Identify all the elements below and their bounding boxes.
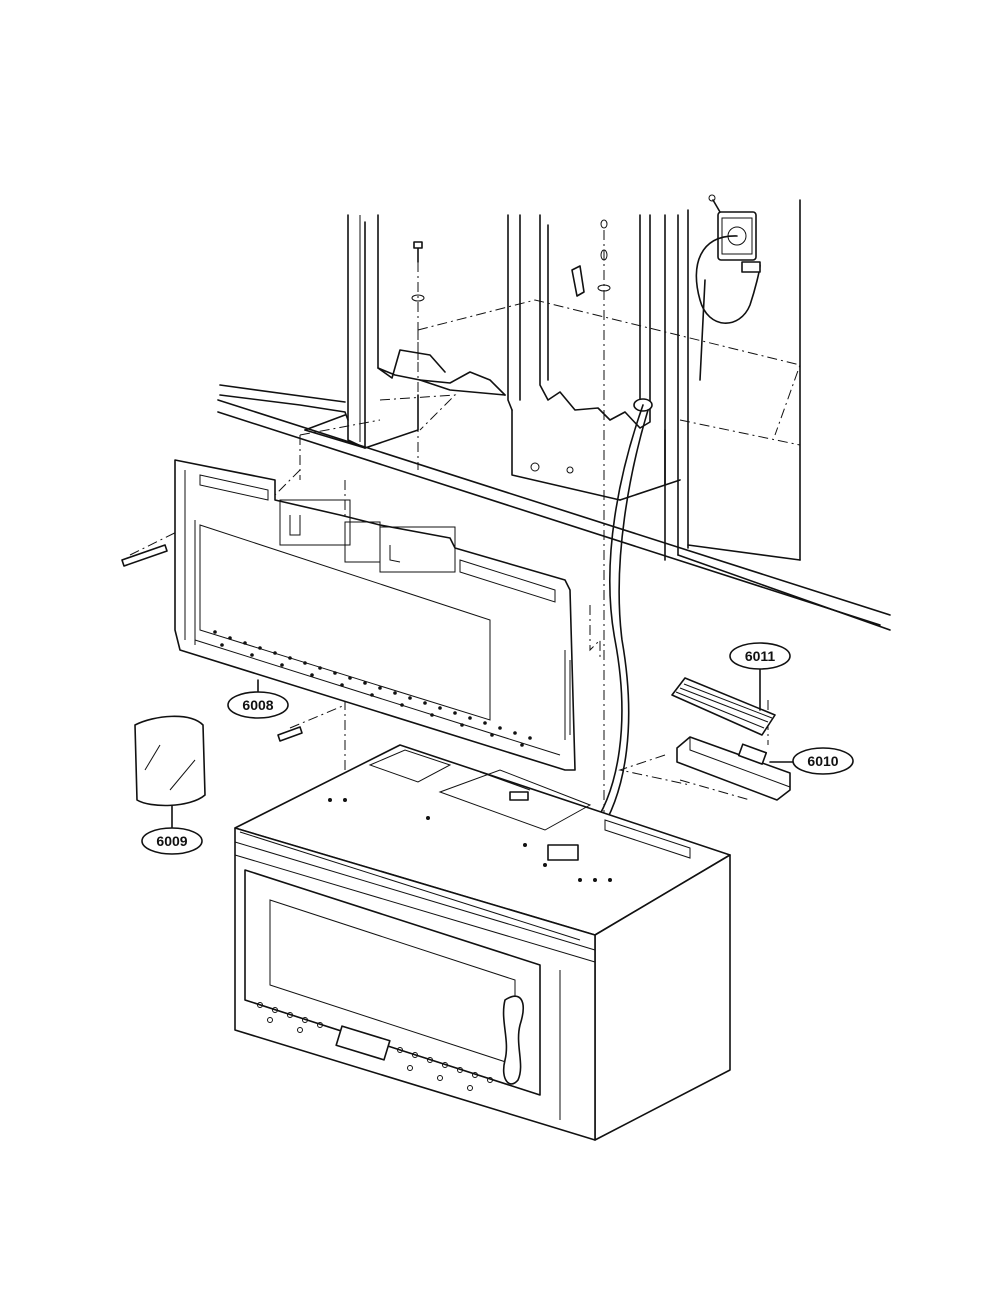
control-buttons [257,1002,493,1091]
callout-label-6009: 6009 [156,833,187,849]
callout-6008: 6008 [227,679,289,719]
mounting-plate [121,459,576,771]
callout-6011: 6011 [729,642,791,711]
callout-6009: 6009 [141,805,203,855]
power-cord [574,404,644,851]
vent-holes [213,630,532,747]
callout-6010: 6010 [769,747,854,775]
wall-cabinet-assembly [217,194,891,631]
callout-label-6008: 6008 [242,697,273,713]
callout-label-6010: 6010 [807,753,838,769]
microwave-oven [234,744,731,1141]
part-6010-bracket [676,736,791,801]
part-6011-filter [671,677,776,736]
part-6009-bag [134,715,206,807]
callout-label-6011: 6011 [745,648,776,664]
